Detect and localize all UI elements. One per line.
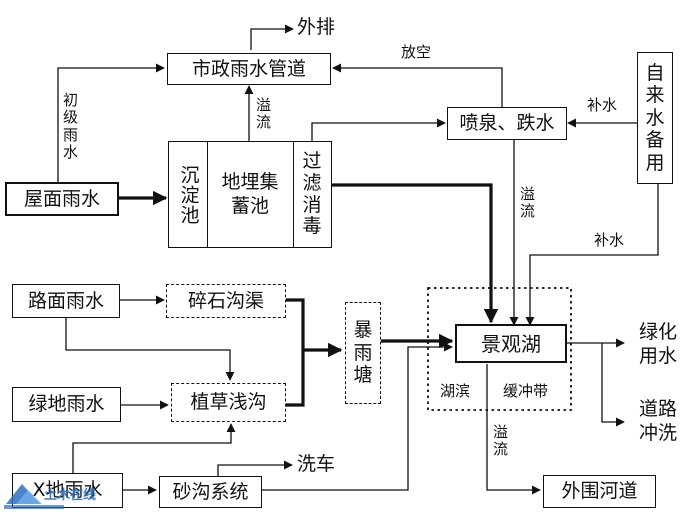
- lakeside-buffer-zone: [427, 287, 572, 411]
- landscape-lake-label: 景观湖: [481, 331, 541, 356]
- roof-rain-box: 屋面雨水: [5, 182, 119, 216]
- storage-tank-label: 地埋集蓄池: [221, 170, 279, 217]
- landscape-lake-box: 景观湖: [455, 324, 567, 363]
- tank-group: 沉淀池 地埋集蓄池 过滤消毒: [168, 141, 332, 248]
- arrow-sand-to-lake: [262, 342, 453, 491]
- bold-arrow-to-storm-pond: [286, 298, 341, 407]
- filter-label: 过滤消毒: [302, 149, 322, 238]
- arrow-lake-overflow: [486, 364, 541, 495]
- bold-arrow-filter-to-lake: [332, 183, 499, 324]
- overflow-mid-label: 溢流: [520, 185, 536, 221]
- tap-water-box: 自来水备用: [637, 52, 673, 184]
- green-rain-label: 绿地雨水: [28, 393, 105, 416]
- arrow-filter-to-fountain: [311, 118, 446, 141]
- grass-swale-box: 植草浅沟: [171, 383, 286, 422]
- municipal-pipe-box: 市政雨水管道: [167, 53, 331, 85]
- municipal-pipe-label: 市政雨水管道: [191, 57, 306, 80]
- greening-label: 绿化用水: [639, 321, 678, 367]
- storm-pond-label: 暴雨塘: [353, 318, 373, 387]
- makeup-2-label: 补水: [594, 231, 625, 249]
- other-rain-label: X地雨水: [32, 479, 103, 502]
- arrow-other-to-swale: [72, 423, 236, 473]
- arrow-sand-to-carwash: [217, 460, 293, 476]
- makeup-1-label: 补水: [587, 96, 618, 114]
- road-rain-label: 路面雨水: [27, 289, 104, 312]
- arrow-fountain-vent: [332, 63, 503, 107]
- arrow-pipe-to-discharge: [250, 24, 294, 50]
- fountain-label: 喷泉、跌水: [459, 112, 555, 135]
- storm-pond-box: 暴雨塘: [345, 302, 381, 404]
- discharge-label: 外排: [297, 16, 336, 38]
- sediment-tank-label: 沉淀池: [177, 164, 200, 225]
- overflow-bottom-label: 溢流: [493, 423, 509, 459]
- gravel-ditch-box: 碎石沟渠: [166, 284, 286, 318]
- watermark-logo: 土木在线: [2, 478, 130, 512]
- fountain-box: 喷泉、跌水: [447, 107, 567, 140]
- sand-ditch-label: 砂沟系统: [172, 480, 249, 503]
- road-rain-box: 路面雨水: [12, 284, 120, 318]
- initial-rain-label: 初级雨水: [63, 91, 79, 161]
- road-wash-label: 道路冲洗: [639, 398, 678, 444]
- car-wash-label: 洗车: [297, 453, 336, 475]
- arrow-roof-to-pipe: [57, 63, 165, 182]
- overflow-top-label: 溢流: [256, 96, 272, 132]
- outer-river-box: 外围河道: [543, 475, 656, 508]
- arrow-road-to-swale: [65, 318, 235, 381]
- green-rain-box: 绿地雨水: [12, 387, 121, 422]
- lakeside-label: 湖滨: [440, 382, 471, 400]
- gravel-ditch-label: 碎石沟渠: [187, 289, 264, 312]
- arrow-lake-to-roadwash: [601, 343, 625, 427]
- sand-ditch-box: 砂沟系统: [159, 476, 262, 508]
- grass-swale-label: 植草浅沟: [190, 391, 267, 414]
- roof-rain-label: 屋面雨水: [23, 187, 100, 210]
- watermark-text: 土木在线: [44, 488, 97, 503]
- outer-river-label: 外围河道: [561, 480, 638, 503]
- vent-label: 放空: [401, 43, 432, 61]
- tap-water-label: 自来水备用: [645, 61, 665, 174]
- arrow-tap-to-lake: [525, 184, 659, 326]
- buffer-label: 缓冲带: [503, 382, 549, 400]
